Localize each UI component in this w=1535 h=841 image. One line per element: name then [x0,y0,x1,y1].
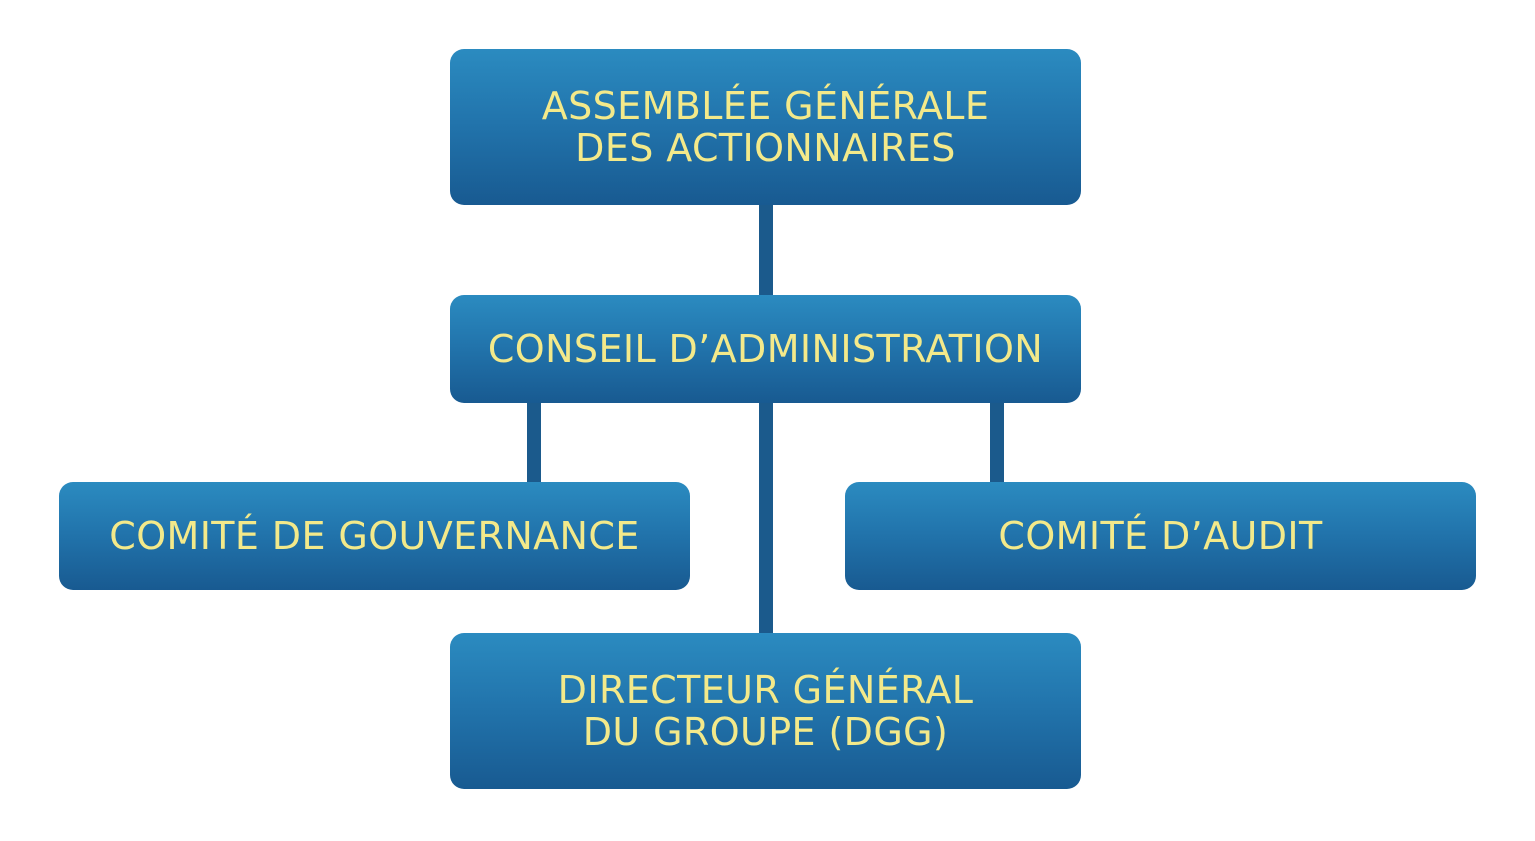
node-conseil-label: CONSEIL D’ADMINISTRATION [487,327,1044,371]
node-assemblee-generale: ASSEMBLÉE GÉNÉRALE DES ACTIONNAIRES [450,49,1081,205]
node-comite-audit: COMITÉ D’AUDIT [845,482,1476,590]
node-comite-audit-label: COMITÉ D’AUDIT [998,514,1323,558]
node-conseil-administration: CONSEIL D’ADMINISTRATION [450,295,1081,403]
node-assemblee-line-2: DES ACTIONNAIRES [575,126,956,170]
connector-conseil-directeur [759,401,773,635]
node-comite-gouvernance-label: COMITÉ DE GOUVERNANCE [109,514,640,558]
connector-assemblee-conseil [759,203,773,297]
node-directeur-line-1: DIRECTEUR GÉNÉRAL [557,668,974,712]
connector-conseil-comite-gouvernance [527,401,541,484]
node-assemblee-line-1: ASSEMBLÉE GÉNÉRALE [541,84,990,128]
connector-conseil-comite-audit [990,401,1004,484]
node-comite-gouvernance: COMITÉ DE GOUVERNANCE [59,482,690,590]
node-directeur-line-2: DU GROUPE (DGG) [582,710,949,754]
node-directeur-general: DIRECTEUR GÉNÉRAL DU GROUPE (DGG) [450,633,1081,789]
